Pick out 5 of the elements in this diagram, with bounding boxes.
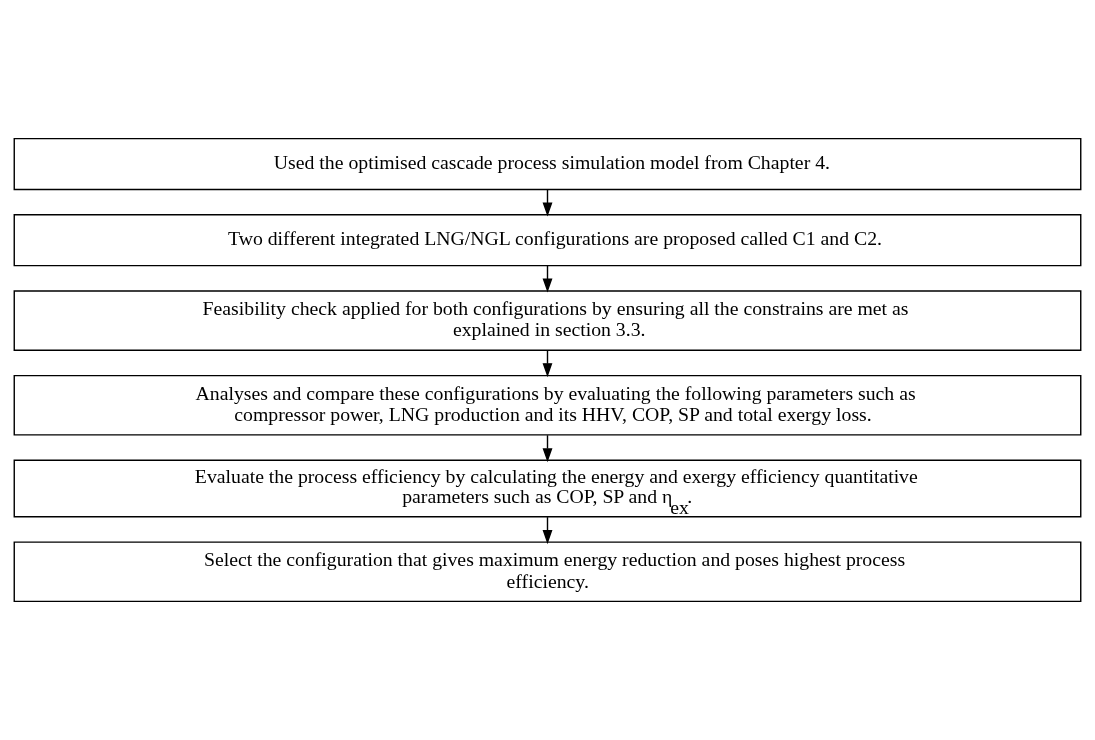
node-box: Select the configuration that gives maximum energy reduction and poses highest process efficiency.: [13, 541, 1082, 603]
node-box: Used the optimised cascade process simulation model from Chapter 4.: [13, 137, 1082, 191]
node-box: Analyses and compare these configurations by evaluating the following parameters such as compressor power, LNG production and its HHV, COP, SP and total exergy loss.: [13, 374, 1082, 436]
node-box: Two different integrated LNG/NGL configurations are proposed called C1 and C2.: [13, 214, 1082, 267]
node-box: Feasibility check applied for both configurations by ensuring all the constrains are met as explained in section 3.3.: [13, 290, 1082, 351]
